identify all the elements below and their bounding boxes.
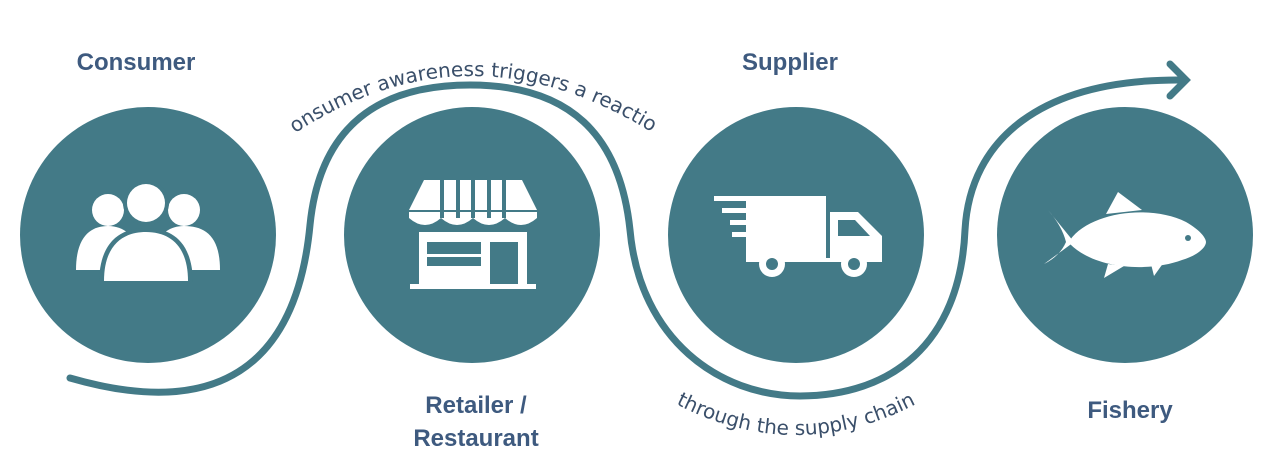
node-fishery: Fishery [997, 107, 1253, 424]
node-label-line2: Restaurant [413, 425, 538, 452]
flow-curve [66, 76, 1189, 400]
node-consumer: Consumer [20, 49, 276, 363]
node-label: Fishery [1087, 397, 1173, 424]
delivery-truck-icon [714, 196, 882, 277]
node-label: Consumer [77, 49, 196, 76]
chevron-arrow-icon [1166, 60, 1191, 100]
node-retailer: Retailer / Restaurant [344, 107, 600, 452]
node-label-line1: Retailer / [425, 392, 527, 419]
storefront-icon [409, 180, 537, 289]
node-label: Supplier [742, 49, 838, 76]
people-group-icon [76, 180, 220, 284]
fish-icon [1044, 192, 1206, 278]
node-supplier: Supplier [668, 49, 924, 363]
